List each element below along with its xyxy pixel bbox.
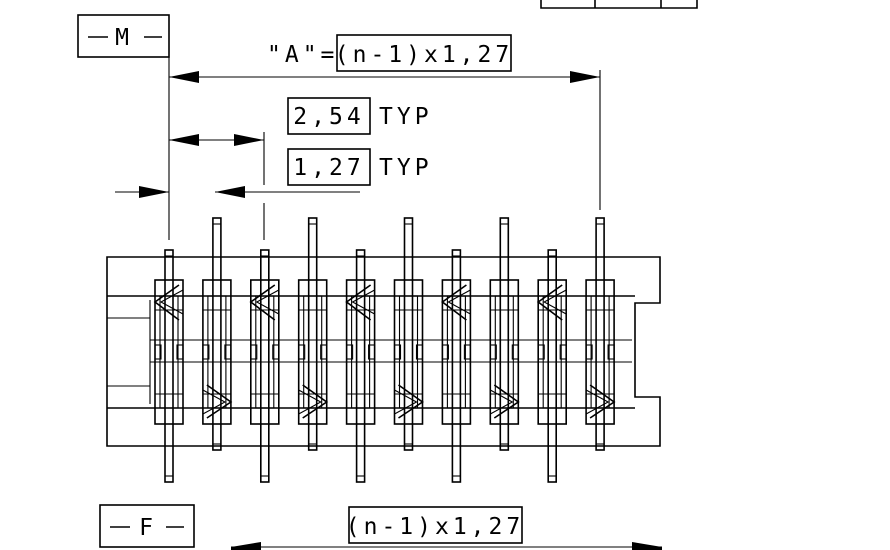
pin	[536, 249, 568, 483]
pin	[441, 249, 472, 483]
dimension-pin-pitch: 1,27 TYP	[115, 148, 433, 198]
extension-lines	[168, 57, 601, 240]
pin	[489, 217, 520, 451]
datum-m-letter: M	[115, 25, 133, 51]
pin-pitch-value: 1,27	[293, 155, 364, 181]
connector-body	[106, 256, 661, 447]
dimension-bottom: (n-1)x1,27	[231, 506, 662, 550]
pin-group	[153, 217, 616, 483]
datum-f-letter: F	[139, 515, 157, 541]
pin	[249, 249, 280, 483]
pin	[393, 217, 424, 451]
dimension-row-pitch: 2,54 TYP	[169, 97, 433, 146]
dimension-a-label: "A"=	[267, 42, 338, 68]
datum-m-frame: M	[77, 14, 170, 58]
pin	[202, 217, 233, 451]
dimension-a-value: (n-1)x1,27	[335, 42, 513, 68]
top-right-table-fragment	[540, 0, 698, 9]
dimension-a: "A"= (n-1)x1,27	[169, 34, 600, 83]
row-pitch-suffix: TYP	[379, 104, 433, 130]
datum-f-frame: F	[99, 504, 195, 548]
pin	[345, 249, 376, 483]
pin	[585, 217, 616, 451]
row-pitch-value: 2,54	[293, 104, 364, 130]
pin	[297, 217, 329, 451]
pin-pitch-suffix: TYP	[379, 155, 433, 181]
dimension-bottom-value: (n-1)x1,27	[346, 514, 524, 540]
pin	[153, 249, 184, 483]
